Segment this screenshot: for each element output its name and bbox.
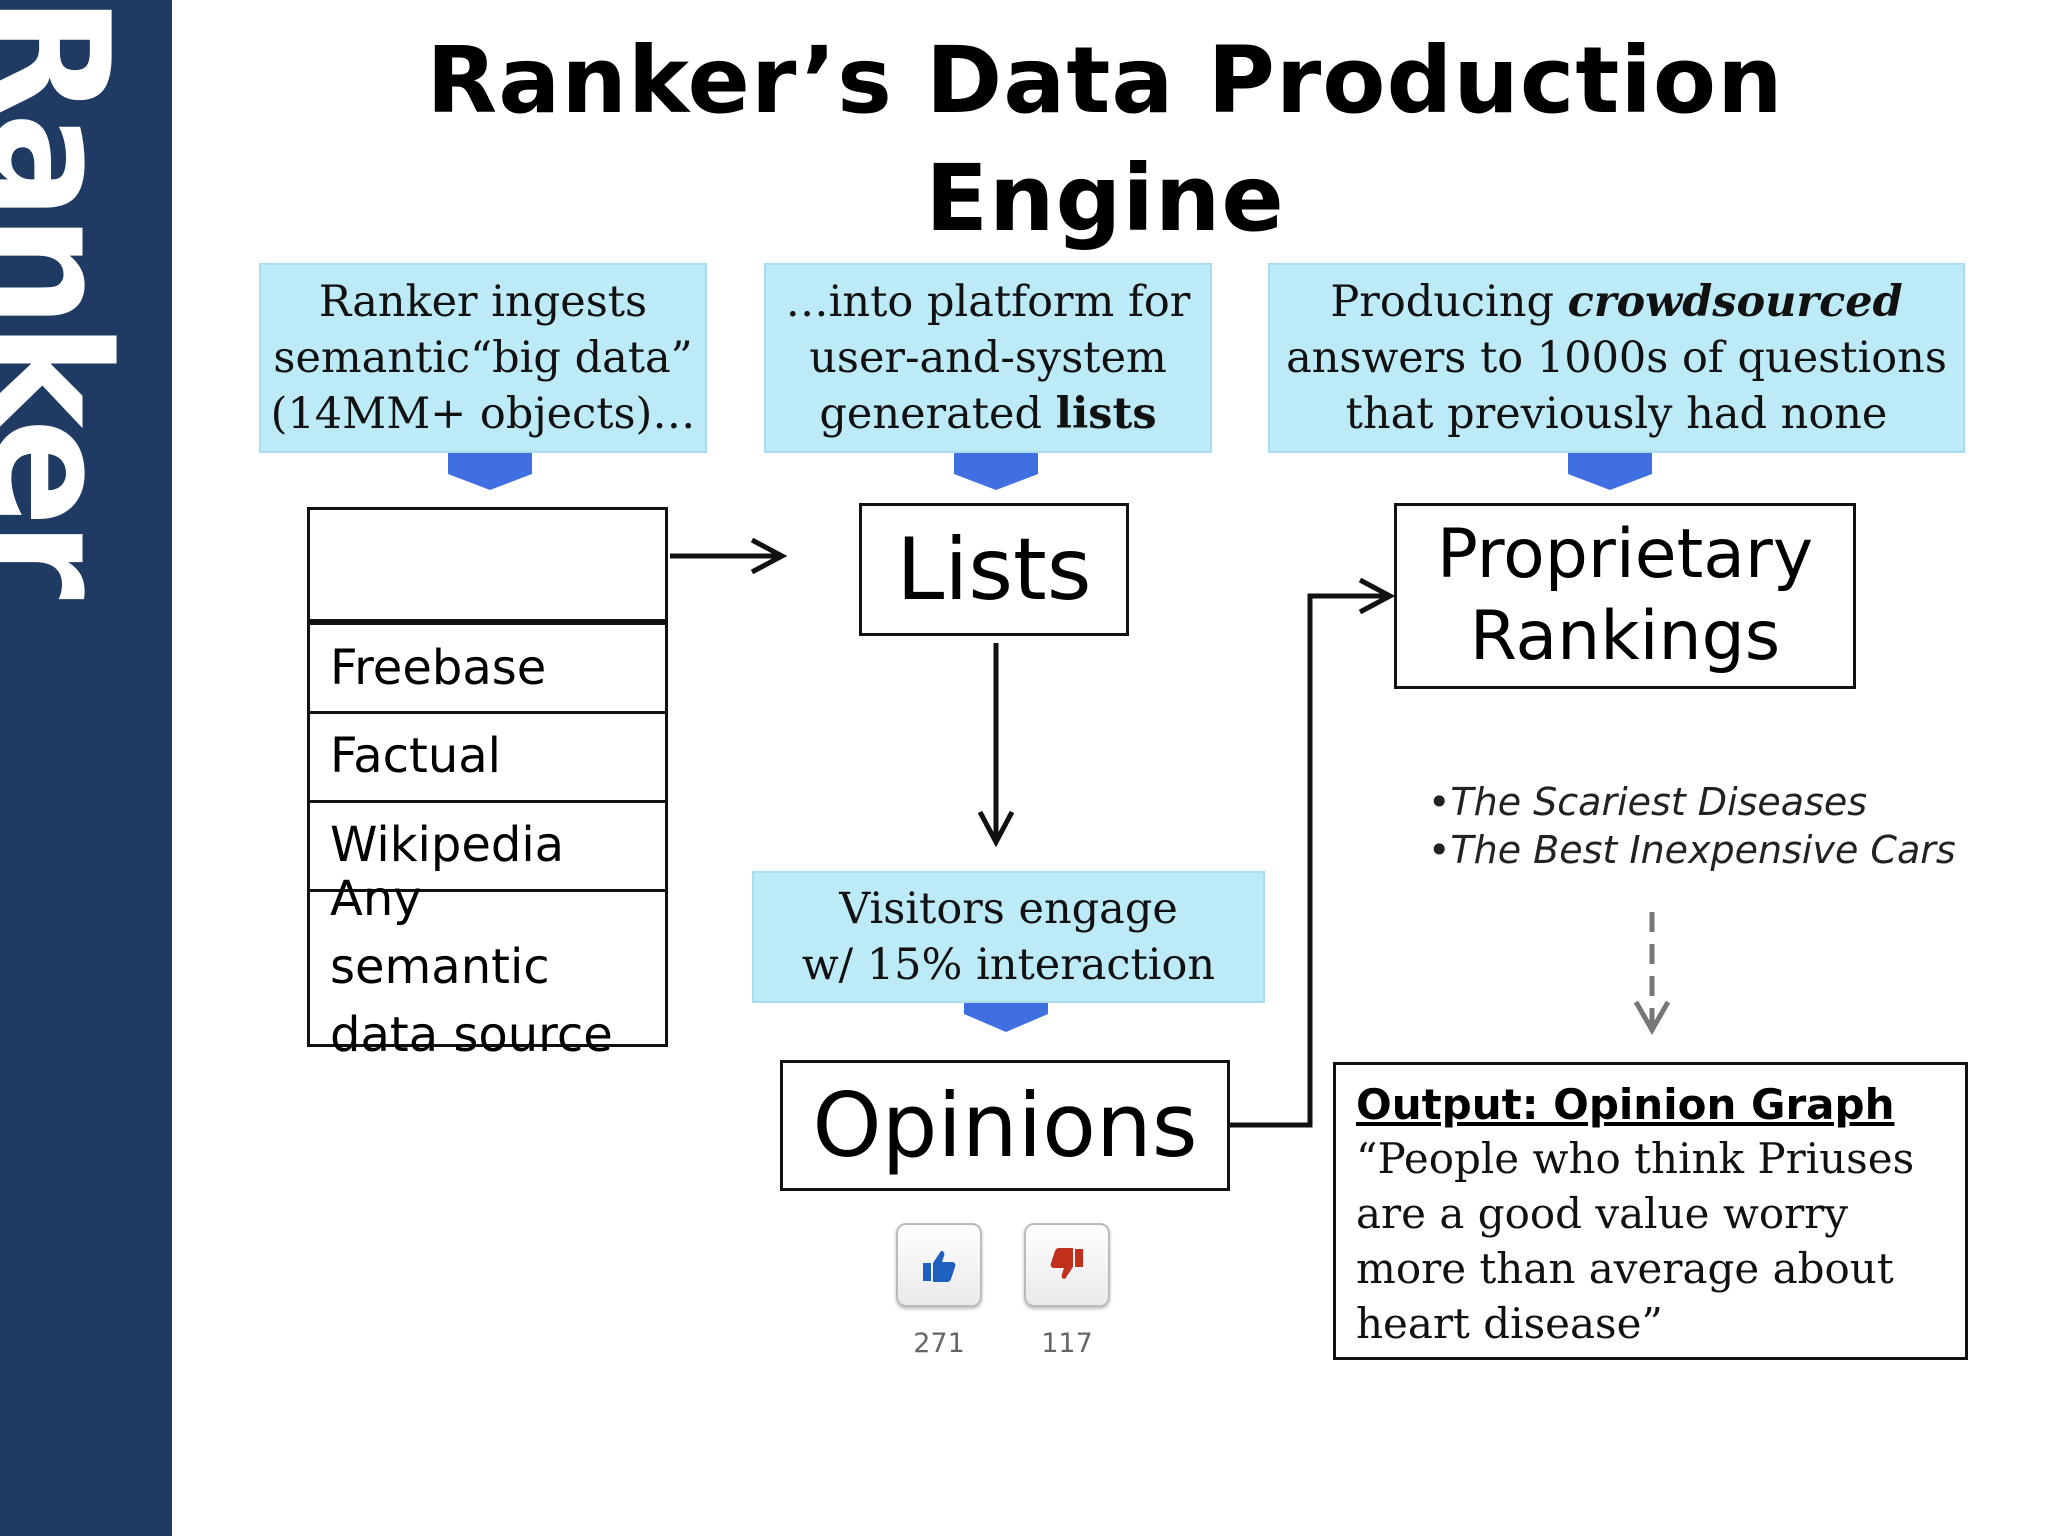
callout-producing-line-1: Producing crowdsourced [1270,274,1963,330]
callout-platform: …into platform for user-and-system gener… [764,263,1212,453]
source-freebase: Freebase [307,622,668,714]
callout-marker [954,453,1038,490]
brand-sidebar: Ranker [0,0,172,1536]
callout-producing-line-2: answers to 1000s of questions [1286,333,1947,383]
example-item: •The Best Inexpensive Cars [1428,828,1956,872]
arrow-rankings-to-output [1633,912,1671,1036]
callout-visitors-line-1: Visitors engage [839,884,1178,934]
upvote-count: 271 [913,1328,965,1359]
callout-producing-text: Producing [1330,277,1568,327]
callout-platform-text: generated [819,389,1056,439]
callout-ingest-line-2: semantic“big data” [273,333,693,383]
lists-label: Lists [896,519,1092,620]
arrow-sources-to-lists [670,537,788,575]
source-factual: Factual [307,711,668,803]
callout-platform-line-2: user-and-system [809,333,1167,383]
callout-visitors-line-2: w/ 15% interaction [801,940,1216,990]
lists-box: Lists [859,503,1129,636]
callout-platform-line-3: generated lists [766,386,1210,442]
output-heading: Output: Opinion Graph [1356,1080,1895,1129]
output-box: Output: Opinion Graph “People who think … [1333,1062,1968,1360]
callout-producing: Producing crowdsourced answers to 1000s … [1268,263,1965,453]
source-wikipedia: Wikipedia [307,800,668,892]
example-item: •The Scariest Diseases [1428,780,1868,824]
callout-producing-emphasis: crowdsourced [1567,277,1903,327]
callout-marker [964,1003,1048,1032]
slide-title: Ranker’s Data Production Engine [300,22,1910,258]
callout-ingest-line-1: Ranker ingests [318,277,648,327]
ranking-examples: •The Scariest Diseases •The Best Inexpen… [1428,778,1956,874]
callout-ingest-line-3: (14MM+ objects)… [270,389,696,439]
callout-ingest: Ranker ingests semantic“big data” (14MM+… [259,263,707,453]
callout-marker [448,453,532,490]
callout-marker [1568,453,1652,490]
thumbs-up-button[interactable] [896,1223,982,1307]
output-quote: “People who think Priuses are a good val… [1356,1134,1915,1348]
rankings-label: Proprietary Rankings [1436,515,1814,676]
opinions-label: Opinions [812,1074,1198,1177]
arrow-opinions-to-rankings [1230,577,1396,1128]
thumbs-up-icon [923,1251,956,1282]
arrow-lists-to-opinions [977,643,1015,848]
callout-platform-bold: lists [1055,389,1157,439]
downvote-count: 117 [1041,1328,1093,1359]
slide-title-line-1: Ranker’s Data Production [426,27,1784,134]
thumbs-down-button[interactable] [1024,1223,1110,1307]
slide-title-line-2: Engine [925,145,1285,252]
callout-producing-line-3: that previously had none [1345,389,1888,439]
callout-visitors: Visitors engage w/ 15% interaction [752,871,1265,1003]
thumbs-down-icon [1050,1248,1083,1279]
rankings-box: Proprietary Rankings [1394,503,1856,689]
callout-platform-line-1: …into platform for [785,277,1191,327]
opinions-box: Opinions [780,1060,1230,1191]
